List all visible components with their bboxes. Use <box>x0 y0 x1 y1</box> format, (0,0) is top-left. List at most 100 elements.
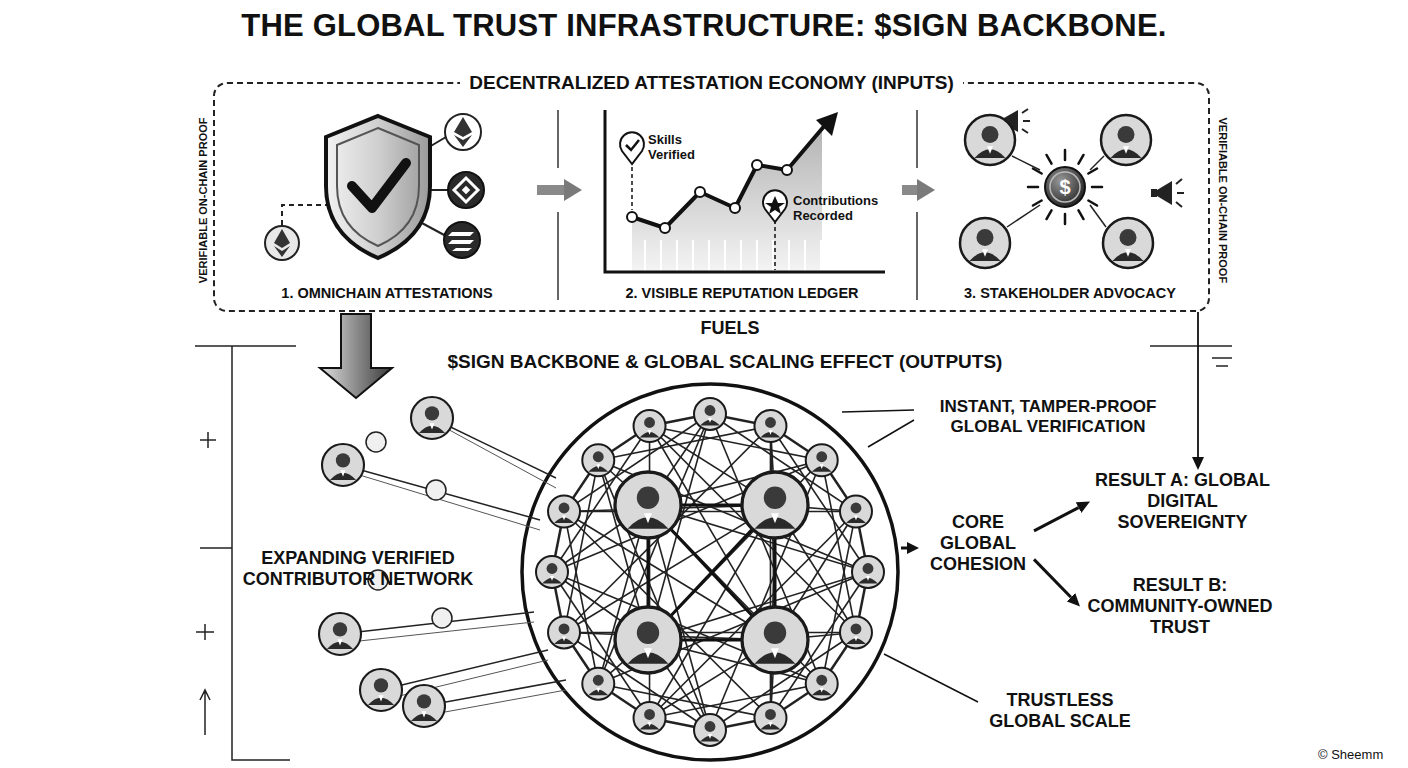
panel-divider <box>558 110 917 300</box>
avatar-head <box>1120 229 1137 246</box>
avatar-collar <box>982 249 988 257</box>
avatar-ring <box>694 398 726 430</box>
avatar-head <box>644 709 655 720</box>
callout-label: INSTANT, TAMPER-PROOF GLOBAL VERIFICATIO… <box>920 397 1176 436</box>
avatar-ring <box>965 115 1015 165</box>
chart-annotation: Skills Verified <box>648 133 710 163</box>
network-mesh <box>536 398 884 746</box>
avatar-ring <box>754 410 786 442</box>
avatar-collar <box>854 516 858 521</box>
advocate-link <box>1007 205 1040 227</box>
advocacy-illustration <box>960 109 1184 268</box>
side-label: VERIFIABLE ON-CHAIN PROOF <box>1217 95 1230 305</box>
inflow-line <box>442 426 556 488</box>
coin-ray <box>1079 155 1084 164</box>
avatar-ring <box>1101 115 1151 165</box>
avatar-collar <box>337 639 342 645</box>
avatar-ring <box>960 218 1010 268</box>
section-heading: $SIGN BACKBONE & GLOBAL SCALING EFFECT (… <box>380 351 1070 373</box>
avatar-ring <box>536 556 568 588</box>
avatar-collar <box>820 464 824 469</box>
avatar-collar <box>340 470 345 476</box>
network-globe <box>522 384 898 760</box>
coin-ray <box>1088 201 1097 206</box>
chart-bar <box>708 240 710 271</box>
mesh-line <box>552 572 822 684</box>
avatar-collar <box>771 513 779 523</box>
chart-bar <box>788 240 790 271</box>
input-stage: 2. VISIBLE REPUTATION LEDGER <box>582 110 902 307</box>
avatar-head <box>593 451 604 462</box>
coin-ray <box>1064 214 1067 224</box>
coin-ray <box>1033 201 1042 206</box>
avatar-head <box>559 624 570 635</box>
callout-label: EXPANDING VERIFIED CONTRIBUTOR NETWORK <box>240 548 476 589</box>
avatar-head <box>637 487 659 509</box>
avatar-head <box>637 622 659 644</box>
avatar-collar <box>648 722 652 727</box>
advocate-link <box>1090 156 1104 170</box>
mesh-line <box>598 426 770 460</box>
avatar-ring <box>322 444 364 486</box>
mesh-line <box>552 460 822 572</box>
avatar-ring <box>582 668 614 700</box>
avatar-collar <box>562 516 566 521</box>
node-label: RESULT A: GLOBAL DIGITAL SOVEREIGNTY <box>1090 470 1275 533</box>
connector <box>1034 559 1071 597</box>
avatar-ring <box>411 397 453 439</box>
avatar-collar <box>866 576 870 581</box>
avatar-head <box>982 126 999 143</box>
avatar-collar <box>1123 146 1129 154</box>
diagram-title: THE GLOBAL TRUST INFRASTRUCTURE: $SIGN B… <box>0 8 1408 44</box>
avatar-collar <box>648 430 652 435</box>
chart-bar <box>772 240 774 271</box>
chart-bar <box>692 240 694 271</box>
chart-bar <box>660 240 662 271</box>
avatar-ring <box>582 444 614 476</box>
input-stage: 3. STAKEHOLDER ADVOCACY <box>935 110 1205 307</box>
coin-ray <box>1047 155 1052 164</box>
avatar-ring <box>615 472 681 538</box>
avatar-ring <box>615 607 681 673</box>
side-label: VERIFIABLE ON-CHAIN PROOF <box>197 95 210 305</box>
coin-symbol: $ <box>1053 176 1077 199</box>
avatar-ring <box>1103 218 1153 268</box>
chart-bar <box>724 240 726 271</box>
panel-heading: DECENTRALIZED ATTESTATION ECONOMY (INPUT… <box>460 72 963 93</box>
contributor-dot <box>432 608 452 628</box>
mesh-line <box>564 512 598 684</box>
avatar-head <box>425 406 439 420</box>
avatar-ring <box>360 669 402 711</box>
input-stage: 1. OMNICHAIN ATTESTATIONS <box>237 110 537 307</box>
avatar-head <box>764 622 786 644</box>
avatar-ring <box>806 668 838 700</box>
avatar-ring <box>806 444 838 476</box>
connector <box>537 185 564 195</box>
inflow-line <box>434 690 566 714</box>
avatar-collar <box>596 688 600 693</box>
avatar-head <box>374 678 388 692</box>
avatar-head <box>1118 126 1135 143</box>
avatar-ring <box>742 472 808 538</box>
contributor-dot <box>366 432 386 452</box>
connector <box>1034 508 1078 531</box>
avatar-head <box>547 563 558 574</box>
reputation-chart <box>605 110 885 272</box>
avatar-head <box>816 675 827 686</box>
avatar-collar <box>820 688 824 693</box>
avatar-head <box>816 451 827 462</box>
connector <box>902 185 917 195</box>
avatar-head <box>977 229 994 246</box>
chart-bar <box>644 240 646 271</box>
advocate-link <box>1012 156 1040 170</box>
inflow-line <box>381 650 548 690</box>
shield-illustration <box>265 114 484 260</box>
avatar-collar <box>708 418 712 423</box>
avatar-collar <box>708 734 712 739</box>
avatar-head <box>333 622 347 636</box>
avatar-head <box>863 563 874 574</box>
avatar-head <box>593 675 604 686</box>
avatar-collar <box>644 513 652 523</box>
